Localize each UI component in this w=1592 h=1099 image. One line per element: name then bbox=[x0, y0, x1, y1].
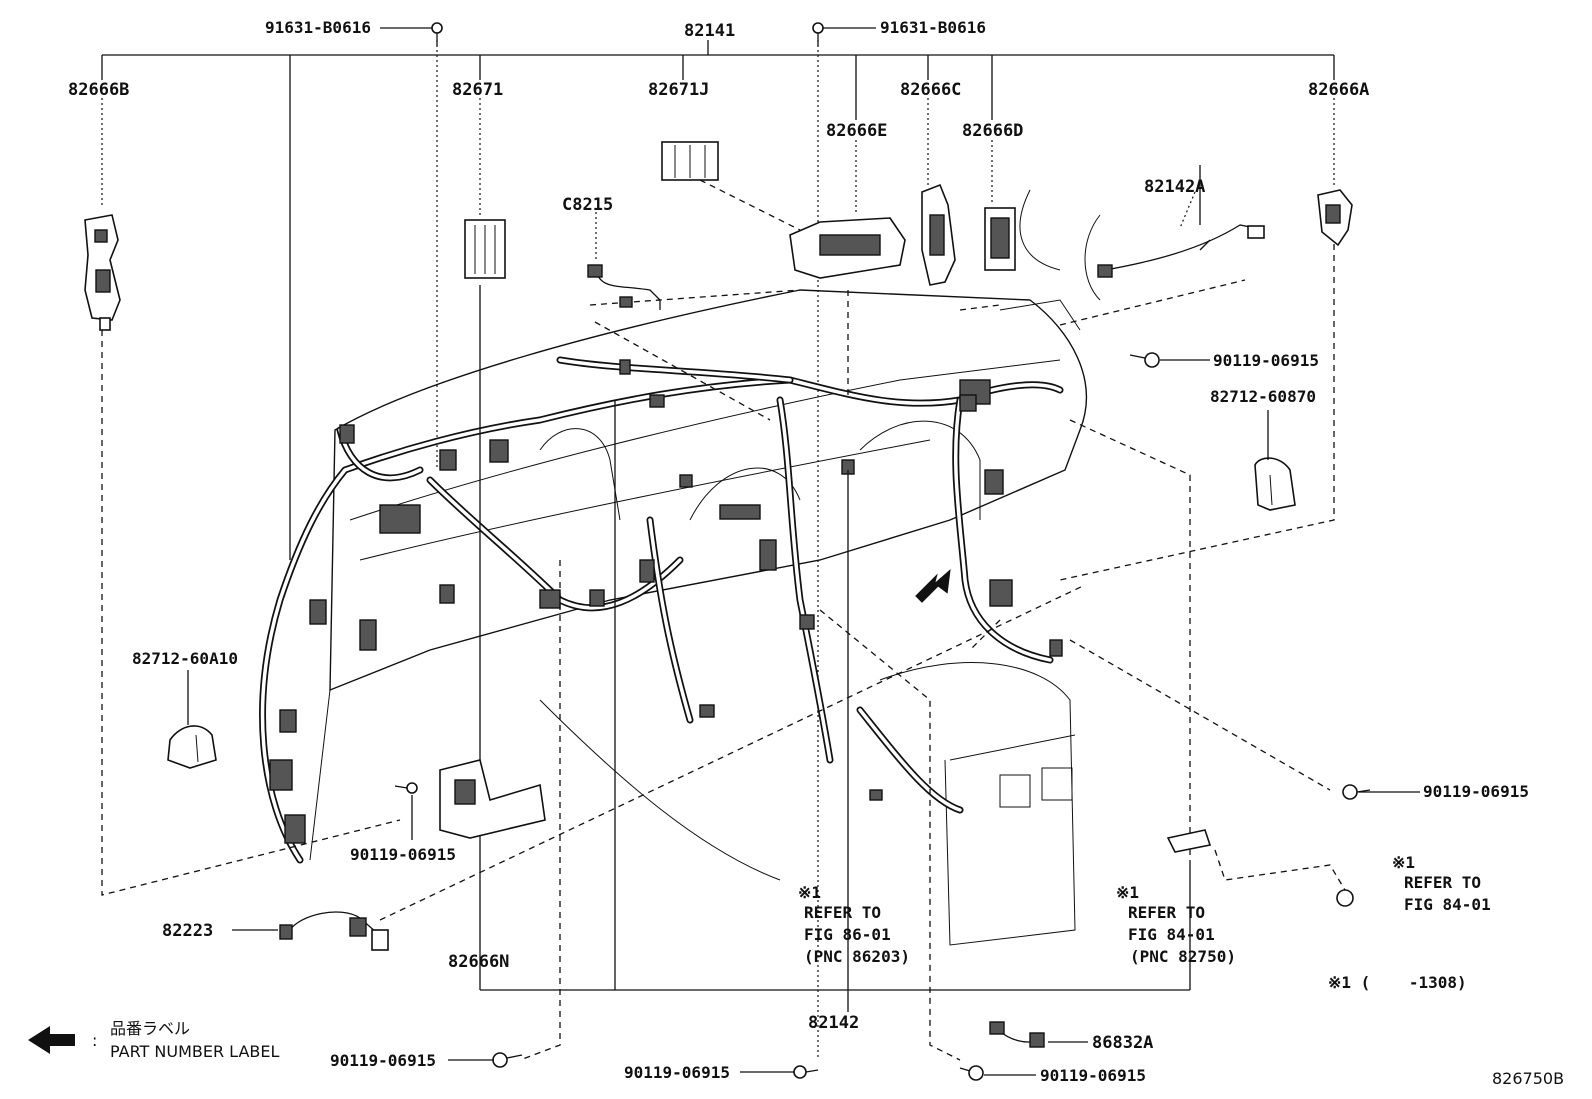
reference-fig-86-01: ※1 REFER TO FIG 86-01 (PNC 86203) bbox=[798, 883, 910, 966]
legend: : 品番ラベル PART NUMBER LABEL bbox=[28, 1019, 279, 1061]
ref-center-line1: REFER TO bbox=[804, 903, 881, 922]
label-90119-06915-e: 90119-06915 bbox=[624, 1063, 730, 1082]
ref-mid-line1: REFER TO bbox=[1128, 903, 1205, 922]
ref-right-line1: REFER TO bbox=[1404, 873, 1481, 892]
label-82712-60A10: 82712-60A10 bbox=[132, 649, 238, 668]
bolt-91631-left-icon bbox=[431, 22, 443, 46]
bolt-90119-b-icon bbox=[394, 782, 418, 794]
label-82142A: 82142A bbox=[1144, 177, 1205, 197]
label-90119-06915-a: 90119-06915 bbox=[1213, 351, 1319, 370]
instrument-panel-outline bbox=[309, 189, 1101, 946]
ref-mid-line3: (PNC 82750) bbox=[1130, 947, 1236, 966]
reference-fig-84-01-mid: ※1 REFER TO FIG 84-01 (PNC 82750) bbox=[1116, 883, 1236, 966]
part-82666C-icon bbox=[921, 183, 956, 286]
part-82666D-icon bbox=[984, 207, 1016, 271]
label-82671: 82671 bbox=[452, 80, 503, 100]
figure-id: 826750B bbox=[1492, 1069, 1564, 1088]
part-82712-60870-icon bbox=[1254, 457, 1296, 511]
part-82712-60A10-icon bbox=[167, 725, 217, 769]
legend-japanese: 品番ラベル bbox=[110, 1019, 190, 1038]
part-clamp-84-01-icon bbox=[1336, 889, 1354, 907]
label-82666E: 82666E bbox=[826, 121, 887, 141]
part-82666B-icon bbox=[84, 214, 121, 331]
label-leaders bbox=[187, 27, 1420, 1076]
ref-right-line2: FIG 84-01 bbox=[1404, 895, 1491, 914]
label-82666C: 82666C bbox=[900, 80, 961, 100]
ref-right-mark: ※1 bbox=[1392, 853, 1415, 872]
bracket-82141 bbox=[101, 40, 1335, 560]
label-82666B: 82666B bbox=[68, 80, 129, 100]
label-90119-06915-f: 90119-06915 bbox=[1040, 1066, 1146, 1085]
bolt-90119-d-icon bbox=[492, 1052, 523, 1068]
part-82223-icon bbox=[279, 911, 389, 951]
part-82142A-icon bbox=[1097, 224, 1265, 278]
label-82712-60870: 82712-60870 bbox=[1210, 387, 1316, 406]
label-91631-B0616-right: 91631-B0616 bbox=[880, 18, 986, 37]
label-82142: 82142 bbox=[808, 1013, 859, 1033]
bolt-90119-a-icon bbox=[1129, 352, 1160, 368]
footnote: ※1 ( -1308) bbox=[1328, 973, 1467, 992]
part-86832A-icon bbox=[989, 1021, 1045, 1048]
bracket-82142 bbox=[479, 285, 1191, 1012]
label-C8215: C8215 bbox=[562, 195, 613, 215]
bolt-icons bbox=[394, 22, 1371, 1081]
leaders-top bbox=[101, 40, 1335, 1060]
label-90119-06915-d: 90119-06915 bbox=[330, 1051, 436, 1070]
label-arrow-icon bbox=[915, 569, 951, 603]
label-82666A: 82666A bbox=[1308, 80, 1369, 100]
part-82671-icon bbox=[464, 219, 506, 279]
bolt-91631-right-icon bbox=[812, 22, 824, 46]
legend-arrow-icon bbox=[28, 1026, 75, 1054]
ref-center-line3: (PNC 86203) bbox=[804, 947, 910, 966]
label-82223: 82223 bbox=[162, 921, 213, 941]
legend-colon: : bbox=[92, 1031, 97, 1050]
label-90119-06915-c: 90119-06915 bbox=[1423, 782, 1529, 801]
part-82666N-icon bbox=[439, 759, 546, 839]
legend-english: PART NUMBER LABEL bbox=[110, 1042, 279, 1061]
part-82666A-icon bbox=[1317, 189, 1353, 247]
ref-mid-mark: ※1 bbox=[1116, 883, 1139, 902]
label-82666D: 82666D bbox=[962, 121, 1023, 141]
harness-connectors bbox=[269, 359, 1063, 844]
part-82671J-icon bbox=[661, 141, 719, 181]
label-82671J: 82671J bbox=[648, 80, 709, 100]
bolt-90119-f-icon bbox=[959, 1065, 984, 1081]
ref-mid-line2: FIG 84-01 bbox=[1128, 925, 1215, 944]
label-91631-B0616-left: 91631-B0616 bbox=[265, 18, 371, 37]
ref-center-line2: FIG 86-01 bbox=[804, 925, 891, 944]
label-90119-06915-b: 90119-06915 bbox=[350, 845, 456, 864]
label-82666N: 82666N bbox=[448, 952, 509, 972]
wiring-harness bbox=[259, 356, 1064, 864]
label-82141: 82141 bbox=[684, 21, 735, 41]
ref-center-mark: ※1 bbox=[798, 883, 821, 902]
part-82666E-icon bbox=[789, 217, 906, 279]
reference-fig-84-01-right: ※1 REFER TO FIG 84-01 bbox=[1392, 853, 1491, 914]
bolt-90119-e-icon bbox=[793, 1065, 819, 1079]
label-86832A: 86832A bbox=[1092, 1033, 1153, 1053]
part-connector-84-01-icon bbox=[1166, 829, 1212, 853]
part-C8215-icon bbox=[587, 264, 661, 310]
